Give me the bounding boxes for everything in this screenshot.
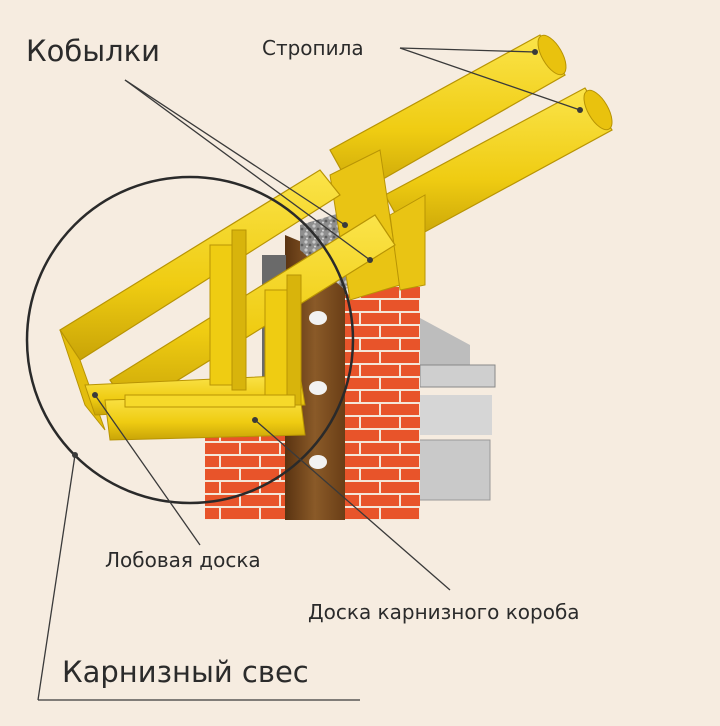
label-kobylki: Кобылки	[26, 34, 161, 68]
callout-dots	[72, 49, 583, 458]
soffit-frame	[59, 229, 306, 441]
label-doska-karniznogo-koroba: Доска карнизного короба	[308, 600, 580, 624]
floor-slabs	[389, 318, 496, 501]
callout-lines	[37, 47, 581, 701]
highlight-circle	[25, 175, 355, 505]
label-stropila: Стропила	[262, 36, 364, 60]
label-karniznyi-sves: Карнизный свес	[62, 655, 309, 689]
rafters	[329, 34, 613, 301]
label-lobovaya-doska: Лобовая доска	[105, 548, 261, 572]
